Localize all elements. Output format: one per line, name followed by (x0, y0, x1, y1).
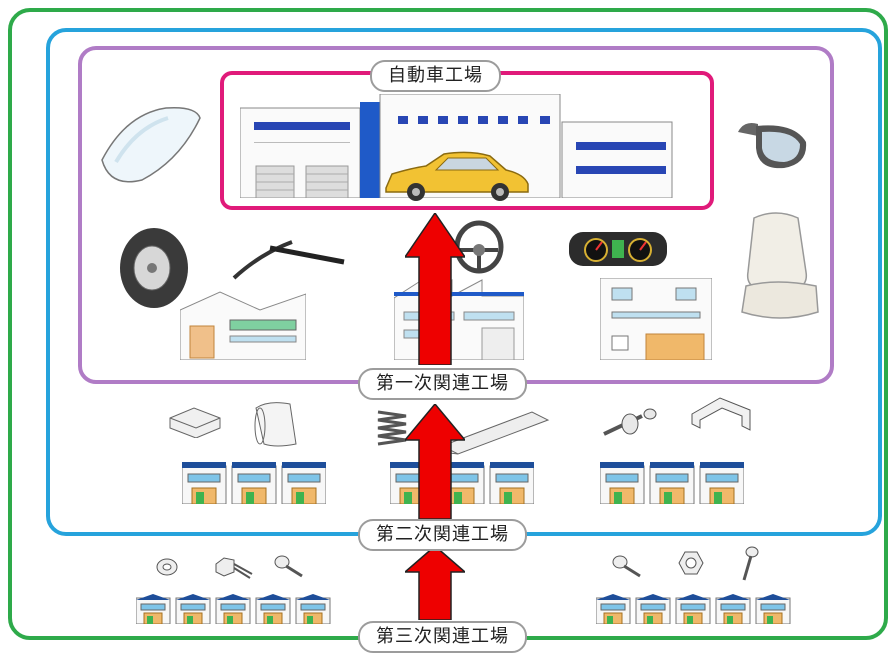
small-factory-icon (600, 462, 744, 504)
small-factory-icon (596, 594, 792, 624)
small-factory-icon (182, 462, 326, 504)
small-factory-icon (136, 594, 332, 624)
seat-icon (736, 208, 822, 324)
third-tier-label: 第三次関連工場 (358, 621, 527, 653)
side-mirror-icon (734, 118, 810, 174)
automobile-factory-label: 自動車工場 (370, 60, 501, 92)
upward-arrow (405, 213, 465, 365)
shaft-icon (602, 408, 660, 442)
wiper-icon (230, 236, 348, 284)
car-icon (382, 150, 532, 202)
washer-icon (156, 558, 178, 576)
screw-icon (274, 554, 304, 578)
upward-arrow (405, 546, 465, 620)
bracket-icon (690, 394, 752, 434)
spring-icon (374, 408, 410, 448)
upward-arrow (405, 404, 465, 519)
second-tier-label: 第二次関連工場 (358, 519, 527, 551)
tire-icon (118, 226, 190, 310)
meter-panel-icon (568, 226, 668, 270)
sheet-roll-icon (250, 398, 300, 450)
factory-icon (180, 290, 306, 360)
factory-icon (600, 278, 712, 360)
windshield-glass-icon (96, 104, 206, 188)
nut-icon (678, 550, 704, 576)
first-tier-label: 第一次関連工場 (358, 368, 527, 400)
screw-icon (738, 546, 760, 582)
bolt-icon (214, 554, 254, 582)
screw-icon (612, 554, 642, 578)
block-icon (168, 404, 222, 438)
